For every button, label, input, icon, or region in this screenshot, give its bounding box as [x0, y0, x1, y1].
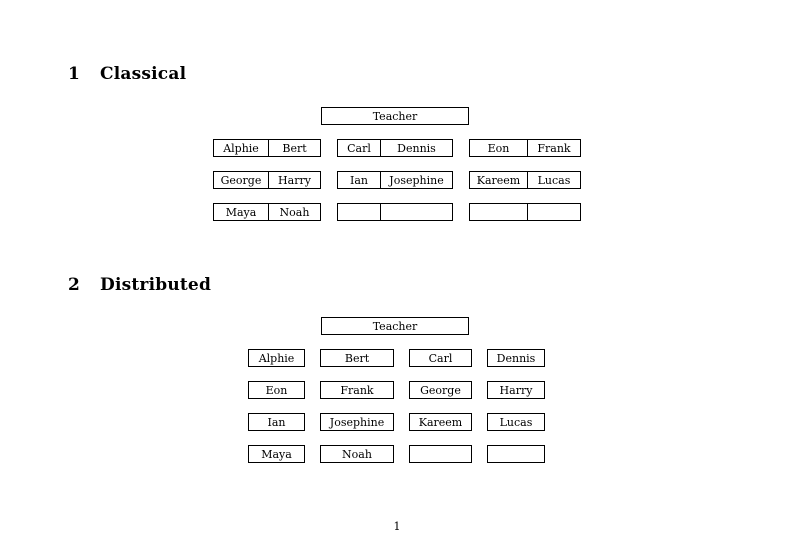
student-cell[interactable]: Harry	[268, 171, 321, 189]
student-box[interactable]: Ian	[248, 413, 305, 431]
section-title: Distributed	[100, 275, 212, 295]
student-box[interactable]: Noah	[320, 445, 394, 463]
student-box-empty[interactable]	[409, 445, 472, 463]
student-cell[interactable]: Frank	[527, 139, 581, 157]
teacher-box-classical[interactable]: Teacher	[321, 107, 469, 125]
student-box[interactable]: Josephine	[320, 413, 394, 431]
student-cell-empty[interactable]	[337, 203, 380, 221]
student-cell[interactable]: Ian	[337, 171, 380, 189]
student-cell[interactable]: Bert	[268, 139, 321, 157]
student-box[interactable]: Harry	[487, 381, 545, 399]
student-cell[interactable]: Lucas	[527, 171, 581, 189]
student-cell-empty[interactable]	[469, 203, 527, 221]
group-row: Maya Noah	[213, 203, 321, 221]
student-cell-empty[interactable]	[527, 203, 581, 221]
group-row: Eon Frank	[469, 139, 581, 157]
student-box[interactable]: George	[409, 381, 472, 399]
section-title: Classical	[100, 64, 187, 84]
student-cell[interactable]: Maya	[213, 203, 268, 221]
student-box[interactable]: Bert	[320, 349, 394, 367]
student-box[interactable]: Kareem	[409, 413, 472, 431]
group-row: Ian Josephine	[337, 171, 453, 189]
student-cell[interactable]: Josephine	[380, 171, 453, 189]
page-number: 1	[393, 520, 401, 533]
group-row: Kareem Lucas	[469, 171, 581, 189]
student-box[interactable]: Maya	[248, 445, 305, 463]
student-cell-empty[interactable]	[380, 203, 453, 221]
group-row: Alphie Bert	[213, 139, 321, 157]
section-heading-classical: 1 Classical	[68, 64, 186, 84]
student-cell[interactable]: Carl	[337, 139, 380, 157]
student-box[interactable]: Eon	[248, 381, 305, 399]
student-cell[interactable]: Eon	[469, 139, 527, 157]
student-box[interactable]: Dennis	[487, 349, 545, 367]
group-row: George Harry	[213, 171, 321, 189]
student-box-empty[interactable]	[487, 445, 545, 463]
student-cell[interactable]: Alphie	[213, 139, 268, 157]
student-box[interactable]: Alphie	[248, 349, 305, 367]
section-number: 1	[68, 64, 81, 84]
student-box[interactable]: Carl	[409, 349, 472, 367]
student-cell[interactable]: George	[213, 171, 268, 189]
group-row: Carl Dennis	[337, 139, 453, 157]
student-cell[interactable]: Dennis	[380, 139, 453, 157]
student-cell[interactable]: Noah	[268, 203, 321, 221]
student-cell[interactable]: Kareem	[469, 171, 527, 189]
student-box[interactable]: Frank	[320, 381, 394, 399]
group-row	[469, 203, 581, 221]
group-row	[337, 203, 453, 221]
section-number: 2	[68, 275, 81, 295]
student-box[interactable]: Lucas	[487, 413, 545, 431]
teacher-box-distributed[interactable]: Teacher	[321, 317, 469, 335]
section-heading-distributed: 2 Distributed	[68, 275, 211, 295]
